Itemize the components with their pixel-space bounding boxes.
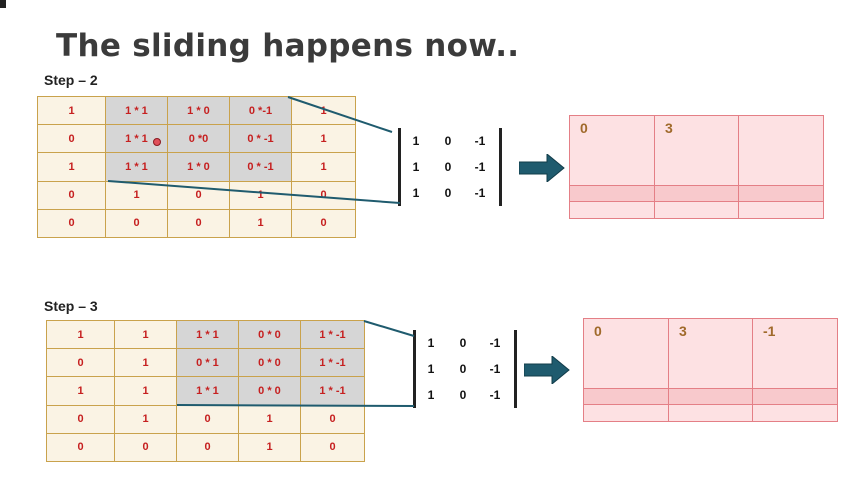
grid-cell: 0 <box>167 208 230 239</box>
grid-cell-highlighted: 1 * 0 <box>167 152 230 182</box>
grid-cell-highlighted: 1 * 1 <box>105 152 168 182</box>
grid-cell-highlighted: 0 * -1 <box>229 124 292 154</box>
kernel-value: 1 <box>412 186 420 200</box>
grid-cell: 1 <box>46 319 115 350</box>
output-cell <box>738 201 824 219</box>
grid-cell-highlighted: 0 *-1 <box>229 95 292 126</box>
step-2-output-grid: 0 3 <box>569 115 824 219</box>
grid-cell-highlighted: 0 *0 <box>167 124 230 154</box>
kernel-row: 1 0 -1 <box>398 180 504 206</box>
grid-cell: 1 <box>114 376 177 406</box>
kernel-value: -1 <box>474 160 486 174</box>
grid-cell: 1 <box>114 319 177 350</box>
output-cell <box>752 404 838 422</box>
kernel-value: -1 <box>489 336 501 350</box>
grid-cell-highlighted: 0 * 0 <box>238 348 301 378</box>
kernel-value: -1 <box>474 134 486 148</box>
step-3-kernel: 1 0 -1 1 0 -1 1 0 -1 <box>413 330 517 408</box>
output-cell <box>583 404 669 422</box>
output-cell: 3 <box>654 115 739 186</box>
grid-cell: 1 <box>238 432 301 463</box>
grid-cell: 0 <box>291 208 356 239</box>
output-cell: -1 <box>752 318 838 389</box>
grid-cell-highlighted: 1 * 1 <box>176 319 239 350</box>
kernel-left-bracket <box>398 128 401 206</box>
output-cell <box>668 404 753 422</box>
output-cell: 3 <box>668 318 753 389</box>
kernel-right-bracket <box>514 330 517 408</box>
kernel-value: 1 <box>427 362 435 376</box>
step-3-connector-top <box>363 320 415 337</box>
grid-cell: 0 <box>105 208 168 239</box>
kernel-value: 0 <box>459 336 467 350</box>
output-cell <box>569 184 655 203</box>
grid-cell-highlighted: 1 * 1 <box>105 95 168 126</box>
step-3-connector-bottom <box>176 404 415 407</box>
step-2-connector-top <box>287 96 393 133</box>
kernel-row: 1 0 -1 <box>413 330 519 356</box>
grid-cell-highlighted: 1 * 0 <box>167 95 230 126</box>
kernel-value: 0 <box>444 134 452 148</box>
grid-cell: 1 <box>291 152 356 182</box>
kernel-value: 0 <box>459 388 467 402</box>
step-3-input-grid: 1 1 1 * 1 0 * 0 1 * -1 0 1 0 * 1 0 * 0 1… <box>46 319 365 463</box>
output-cell <box>738 115 824 186</box>
output-cell <box>738 184 824 203</box>
kernel-value: 0 <box>444 186 452 200</box>
grid-cell: 1 <box>37 152 106 182</box>
output-cell <box>583 387 669 406</box>
grid-cell: 1 <box>229 208 292 239</box>
output-cell <box>569 201 655 219</box>
kernel-value: 1 <box>412 160 420 174</box>
kernel-left-bracket <box>413 330 416 408</box>
step-3-output-grid: 0 3 -1 <box>583 318 838 422</box>
kernel-row: 1 0 -1 <box>413 382 519 408</box>
cursor-dot-icon <box>153 138 161 146</box>
kernel-row: 1 0 -1 <box>398 128 504 154</box>
grid-cell: 1 <box>46 376 115 406</box>
step-2-connector-bottom <box>107 180 401 204</box>
output-cell <box>654 201 739 219</box>
grid-cell-highlighted: 1 * -1 <box>300 376 365 406</box>
kernel-value: -1 <box>474 186 486 200</box>
grid-cell-highlighted: 1 * -1 <box>300 319 365 350</box>
grid-cell: 0 <box>46 404 115 434</box>
grid-cell-highlighted: 0 * -1 <box>229 152 292 182</box>
step-2-arrow-icon <box>519 154 565 182</box>
slide-title: The sliding happens now.. <box>56 28 520 64</box>
grid-cell-highlighted: 0 * 1 <box>176 348 239 378</box>
kernel-row: 1 0 -1 <box>413 356 519 382</box>
grid-cell: 0 <box>37 180 106 210</box>
grid-cell: 0 <box>114 432 177 463</box>
kernel-value: -1 <box>489 362 501 376</box>
kernel-value: 0 <box>444 160 452 174</box>
step-3-arrow-icon <box>524 356 570 384</box>
grid-cell: 1 <box>114 348 177 378</box>
output-cell: 0 <box>583 318 669 389</box>
grid-cell-highlighted: 1 * -1 <box>300 348 365 378</box>
output-cell: 0 <box>569 115 655 186</box>
kernel-row: 1 0 -1 <box>398 154 504 180</box>
grid-cell: 0 <box>46 432 115 463</box>
kernel-value: 1 <box>427 336 435 350</box>
grid-cell: 0 <box>300 432 365 463</box>
kernel-value: 1 <box>412 134 420 148</box>
step-2-kernel: 1 0 -1 1 0 -1 1 0 -1 <box>398 128 502 206</box>
kernel-right-bracket <box>499 128 502 206</box>
step-2-input-grid: 1 1 * 1 1 * 0 0 *-1 1 0 1 * 1 0 *0 0 * -… <box>37 95 356 239</box>
grid-cell: 1 <box>37 95 106 126</box>
grid-cell: 0 <box>46 348 115 378</box>
kernel-value: 1 <box>427 388 435 402</box>
kernel-value: 0 <box>459 362 467 376</box>
corner-mark <box>0 0 6 8</box>
grid-cell-highlighted: 0 * 0 <box>238 376 301 406</box>
step-3-label: Step – 3 <box>44 298 98 314</box>
grid-cell-highlighted: 1 * 1 <box>105 124 168 154</box>
output-cell <box>752 387 838 406</box>
step-2-label: Step – 2 <box>44 72 98 88</box>
kernel-value: -1 <box>489 388 501 402</box>
